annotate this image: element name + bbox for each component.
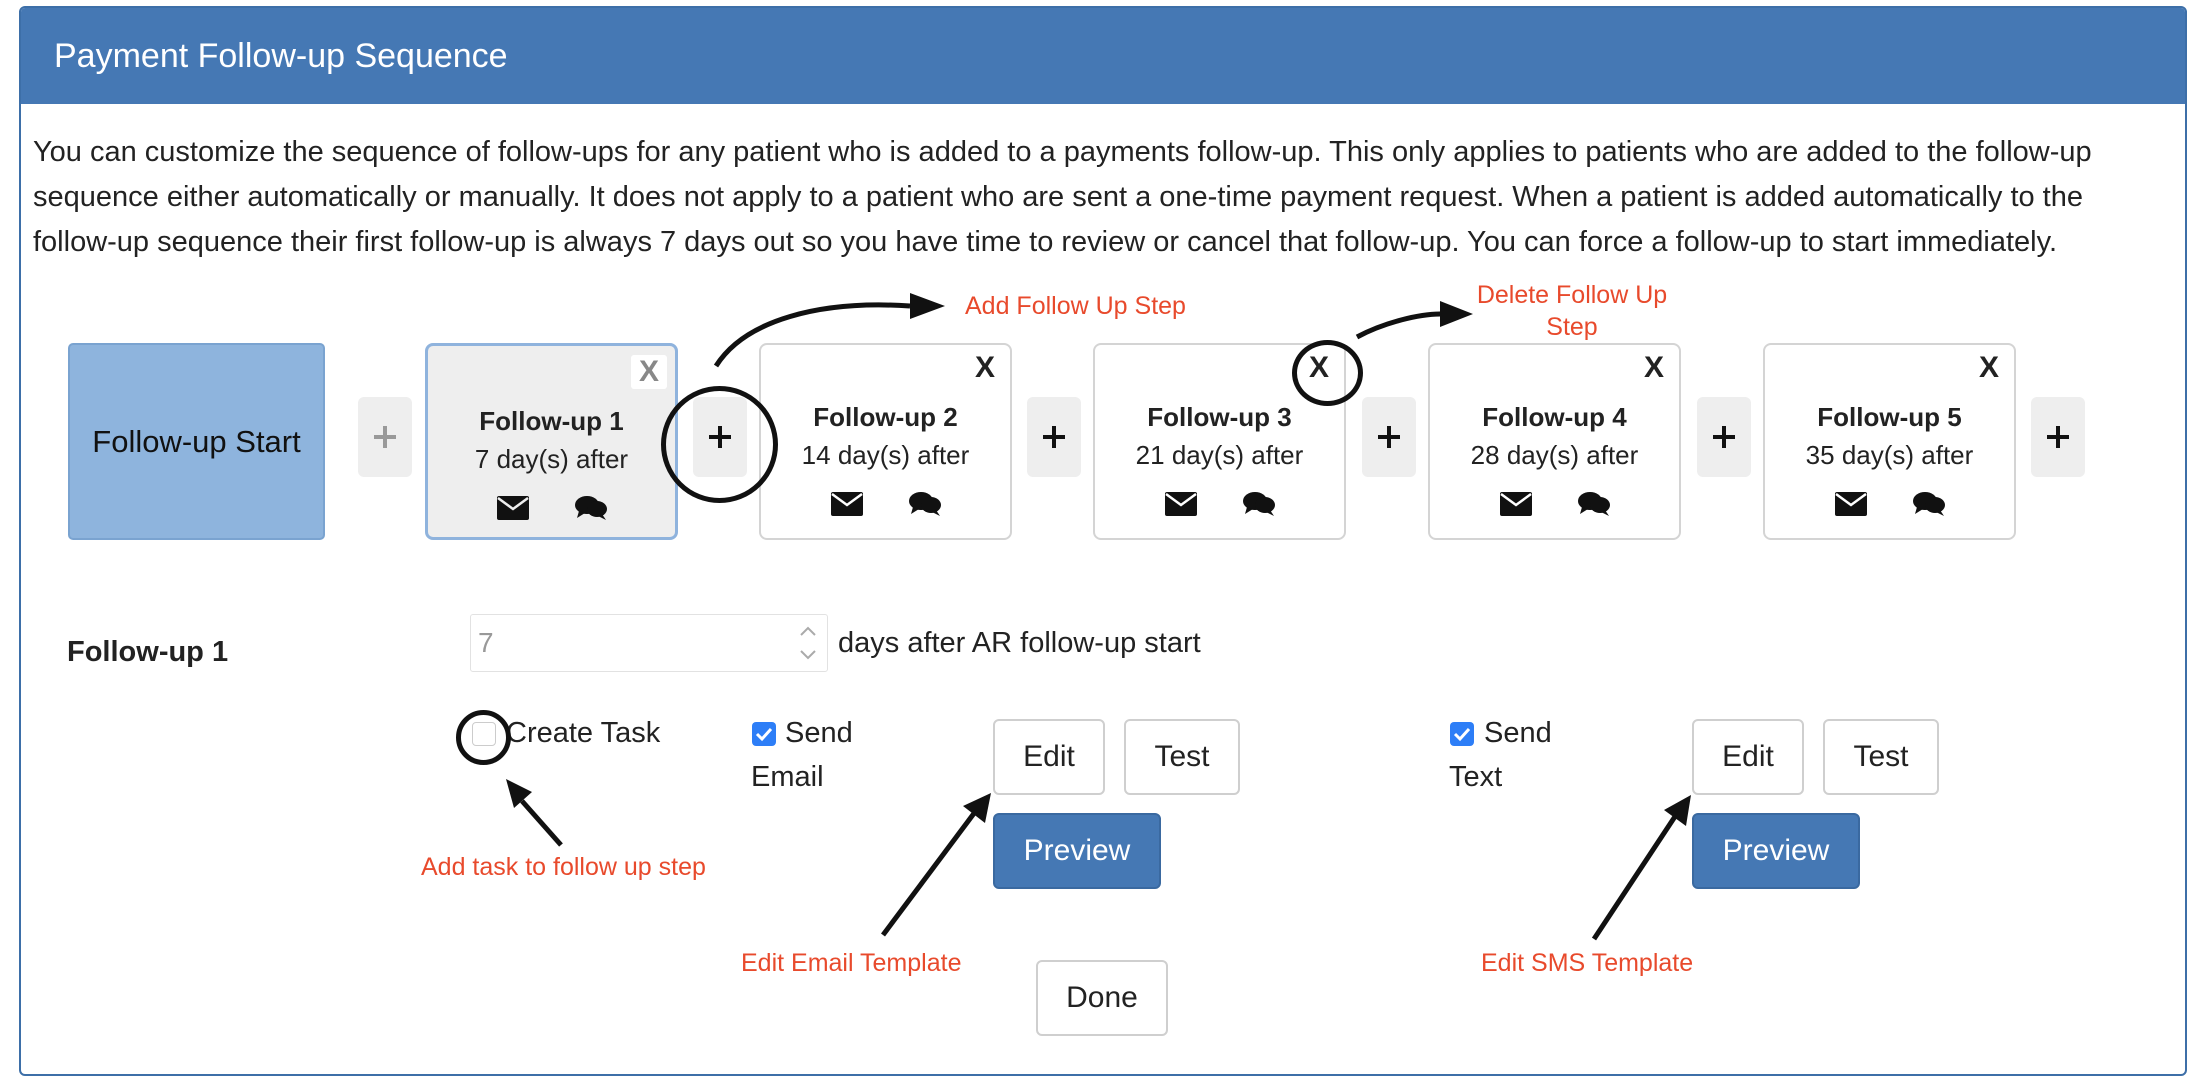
chevron-up-icon[interactable] xyxy=(797,623,819,639)
follow-up-step-2[interactable]: X Follow-up 2 14 day(s) after xyxy=(759,343,1012,540)
edit-email-button[interactable]: Edit xyxy=(993,719,1105,795)
follow-up-step-3[interactable]: X Follow-up 3 21 day(s) after xyxy=(1093,343,1346,540)
add-step-button-3[interactable] xyxy=(1362,397,1416,477)
step-subtitle-1: 7 day(s) after xyxy=(474,444,629,474)
delete-step-button-5[interactable]: X xyxy=(1978,351,1999,384)
delete-step-button-4[interactable]: X xyxy=(1643,351,1664,384)
send-text-label-line2: Text xyxy=(1449,761,1503,793)
days-input-wrapper xyxy=(470,614,828,672)
delete-step-button-1[interactable]: X xyxy=(631,355,667,389)
follow-up-step-5[interactable]: X Follow-up 5 35 day(s) after xyxy=(1763,343,2016,540)
step-title-3: Follow-up 3 xyxy=(1147,402,1292,432)
plus-icon xyxy=(1378,426,1400,448)
follow-up-start-box[interactable]: Follow-up Start xyxy=(68,343,325,540)
step-subtitle-5: 35 day(s) after xyxy=(1805,440,1974,470)
annotation-edit-sms: Edit SMS Template xyxy=(1481,949,1694,977)
preview-email-button[interactable]: Preview xyxy=(993,813,1161,889)
annotation-add-step: Add Follow Up Step xyxy=(965,292,1186,320)
annotation-delete-step-line2: Step xyxy=(1546,313,1598,341)
chevron-down-icon[interactable] xyxy=(797,647,819,663)
send-email-label-line1: Send xyxy=(785,717,853,749)
delete-step-button-3[interactable]: X xyxy=(1308,351,1329,384)
annotation-delete-step-line1: Delete Follow Up xyxy=(1476,281,1668,309)
panel-title: Payment Follow-up Sequence xyxy=(54,36,508,75)
step-subtitle-4: 28 day(s) after xyxy=(1470,440,1639,470)
follow-up-panel: Payment Follow-up Sequence xyxy=(19,6,2187,1076)
chat-icon[interactable] xyxy=(574,493,608,523)
panel-header: Payment Follow-up Sequence xyxy=(21,8,2185,104)
test-text-button[interactable]: Test xyxy=(1823,719,1939,795)
follow-up-start-label: Follow-up Start xyxy=(92,423,301,459)
annotation-add-task: Add task to follow up step xyxy=(421,853,706,881)
chat-icon[interactable] xyxy=(1577,489,1611,519)
send-email-label-line2: Email xyxy=(751,761,824,793)
follow-up-step-4[interactable]: X Follow-up 4 28 day(s) after xyxy=(1428,343,1681,540)
follow-up-step-1[interactable]: X Follow-up 1 7 day(s) after xyxy=(425,343,678,540)
plus-icon xyxy=(1713,426,1735,448)
envelope-icon[interactable] xyxy=(1499,489,1533,519)
preview-text-button[interactable]: Preview xyxy=(1692,813,1860,889)
annotation-delete-step: Delete Follow Up Step xyxy=(1462,279,1682,343)
send-email-checkbox[interactable] xyxy=(752,722,776,746)
plus-icon xyxy=(709,426,731,448)
send-text-checkbox[interactable] xyxy=(1450,722,1474,746)
check-icon xyxy=(755,727,773,742)
step-title-2: Follow-up 2 xyxy=(813,402,958,432)
delete-step-button-2[interactable]: X xyxy=(974,351,995,384)
plus-icon xyxy=(374,426,396,448)
create-task-checkbox[interactable] xyxy=(472,722,496,746)
chat-icon[interactable] xyxy=(1912,489,1946,519)
chat-icon[interactable] xyxy=(908,489,942,519)
envelope-icon[interactable] xyxy=(830,489,864,519)
send-text-label-line1: Send xyxy=(1484,717,1552,749)
add-step-button-0[interactable] xyxy=(358,397,412,477)
step-title-1: Follow-up 1 xyxy=(479,406,624,436)
create-task-label: Create Task xyxy=(506,717,661,749)
plus-icon xyxy=(1043,426,1065,448)
add-step-button-4[interactable] xyxy=(1697,397,1751,477)
chat-icon[interactable] xyxy=(1242,489,1276,519)
detail-step-label: Follow-up 1 xyxy=(67,636,229,668)
envelope-icon[interactable] xyxy=(1164,489,1198,519)
step-subtitle-3: 21 day(s) after xyxy=(1135,440,1304,470)
envelope-icon[interactable] xyxy=(496,493,530,523)
add-step-button-5[interactable] xyxy=(2031,397,2085,477)
edit-text-button[interactable]: Edit xyxy=(1692,719,1804,795)
plus-icon xyxy=(2047,426,2069,448)
step-title-5: Follow-up 5 xyxy=(1817,402,1962,432)
days-stepper[interactable] xyxy=(797,623,819,663)
test-email-button[interactable]: Test xyxy=(1124,719,1240,795)
description-text: You can customize the sequence of follow… xyxy=(33,136,2092,258)
add-step-button-2[interactable] xyxy=(1027,397,1081,477)
annotation-edit-email: Edit Email Template xyxy=(741,949,962,977)
step-title-4: Follow-up 4 xyxy=(1482,402,1627,432)
check-icon xyxy=(1453,727,1471,742)
step-subtitle-2: 14 day(s) after xyxy=(801,440,970,470)
days-suffix-label: days after AR follow-up start xyxy=(838,627,1201,659)
done-button[interactable]: Done xyxy=(1036,960,1168,1036)
add-step-button-1[interactable] xyxy=(693,397,747,477)
envelope-icon[interactable] xyxy=(1834,489,1868,519)
days-input[interactable] xyxy=(471,615,780,671)
